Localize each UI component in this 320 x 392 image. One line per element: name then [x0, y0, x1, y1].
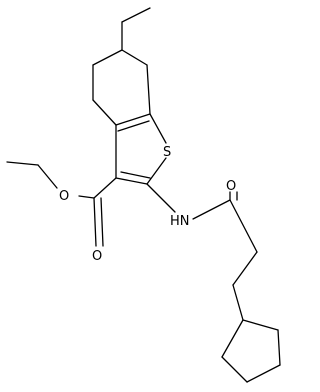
bond: [277, 329, 281, 366]
bond: [221, 319, 244, 358]
bond: [93, 177, 117, 199]
bond: [232, 251, 258, 286]
bond: [146, 183, 176, 213]
bond: [120, 171, 151, 179]
bond: [115, 177, 148, 185]
bond: [93, 197, 97, 247]
amide-oxygen-label: O: [226, 179, 236, 194]
molecule-canvas: S HN O O O: [6, 7, 281, 383]
bond: [92, 49, 123, 66]
bond: [146, 157, 167, 185]
bond: [121, 49, 148, 66]
atom-labels: S HN O O O: [59, 145, 236, 264]
bond: [229, 199, 258, 253]
bond: [100, 197, 104, 247]
bond: [117, 120, 150, 132]
bond-layer: [6, 7, 281, 383]
bond: [232, 284, 244, 321]
bond: [121, 7, 151, 23]
carbonyl-oxygen-label: O: [92, 249, 102, 264]
sulfur-label: S: [163, 145, 171, 160]
structure-diagram: S HN O O O: [6, 7, 281, 383]
bond: [92, 99, 117, 126]
bond: [78, 195, 95, 199]
bond: [6, 161, 39, 166]
bond: [115, 113, 151, 126]
bond: [192, 199, 231, 220]
ester-oxygen-label: O: [59, 189, 69, 204]
nh-label: HN: [170, 214, 190, 229]
bond: [146, 64, 151, 115]
bond: [221, 356, 248, 383]
bond: [246, 364, 281, 383]
bond: [149, 113, 167, 144]
bond: [37, 164, 58, 189]
bond: [242, 319, 279, 331]
